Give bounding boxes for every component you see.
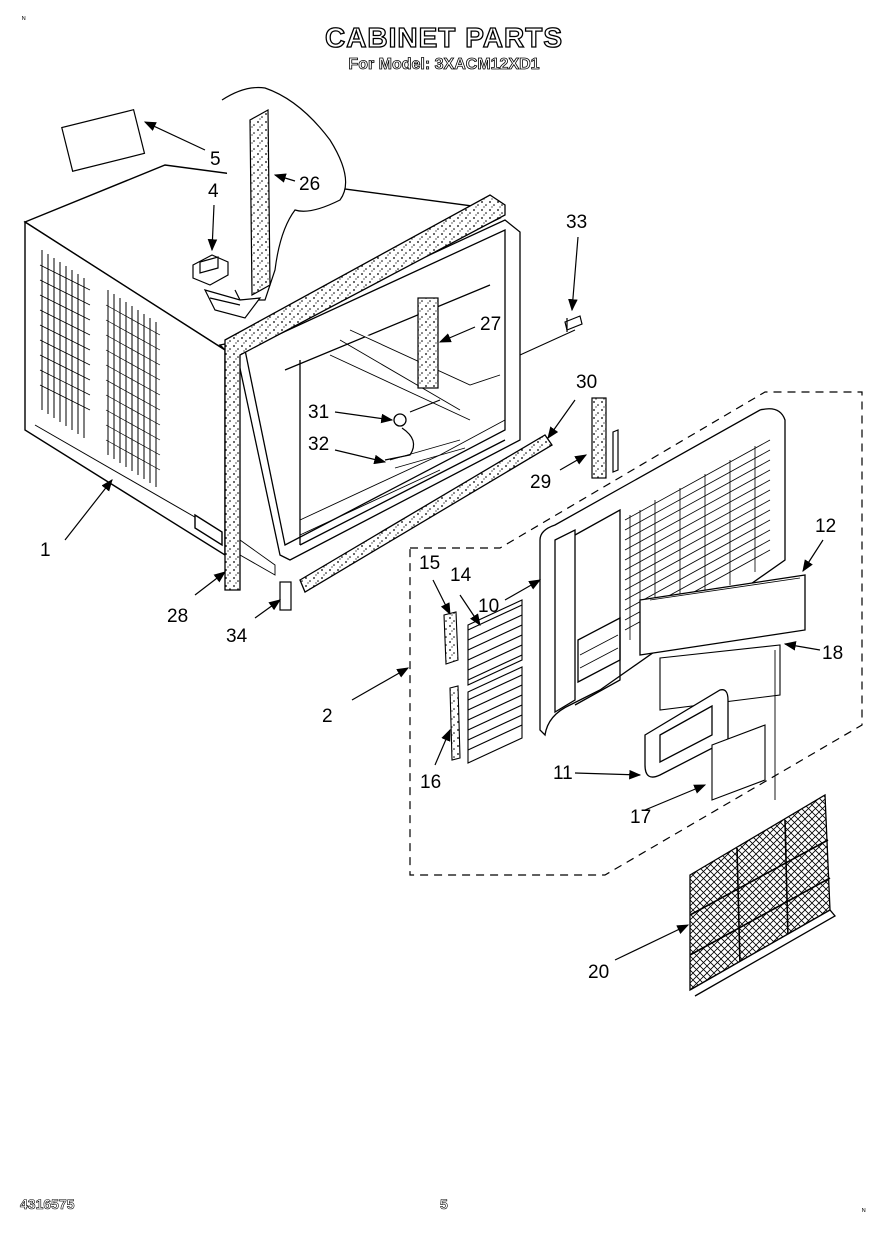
grille-assembly-outline [409,391,863,876]
callout-14: 14 [450,565,472,586]
callout-27: 27 [480,314,501,335]
grille-door [639,574,806,656]
foam-block [417,297,439,389]
seal-strip [203,86,347,319]
side-gasket-pieces [591,397,619,479]
document-number: 4316575 [20,1196,75,1213]
page-number: 5 [440,1196,448,1213]
callout-4: 4 [208,181,219,202]
clip-part [192,254,229,286]
callout-20: 20 [588,962,609,983]
callout-2: 2 [322,706,333,727]
small-block [279,581,292,611]
callout-1: 1 [40,540,51,561]
screw-part [393,413,407,427]
callout-28: 28 [167,606,188,627]
leader-arrows [64,121,824,961]
callout-30: 30 [576,372,597,393]
callout-26: 26 [299,174,320,195]
callout-5: 5 [210,149,221,170]
small-panel [711,724,766,801]
louver-assemblies [443,599,523,764]
callout-12: 12 [815,516,836,537]
mounting-screw [564,315,583,332]
front-grille [539,408,786,737]
frame-gasket [224,194,506,591]
callout-34: 34 [226,626,248,647]
filter-panel [659,644,781,711]
long-gasket [299,434,553,593]
callout-32: 32 [308,434,329,455]
callout-10: 10 [478,596,499,617]
page-title: CABINET PARTS [324,21,564,53]
callout-17: 17 [630,807,651,828]
callout-18: 18 [822,643,843,664]
air-filter [689,793,836,997]
svg-text:ᴺ: ᴺ [22,15,26,24]
callout-29: 29 [530,472,551,493]
callout-33: 33 [566,212,587,233]
callout-11: 11 [553,763,573,784]
model-subtitle: For Model: 3XACM12XD1 [348,56,540,74]
callout-15: 15 [419,553,440,574]
label-part [61,108,146,172]
callout-31: 31 [308,402,329,423]
cabinet-front-opening [234,219,521,576]
callout-16: 16 [420,772,441,793]
svg-text:ᴺ: ᴺ [862,1207,866,1216]
wire-part [384,399,441,461]
